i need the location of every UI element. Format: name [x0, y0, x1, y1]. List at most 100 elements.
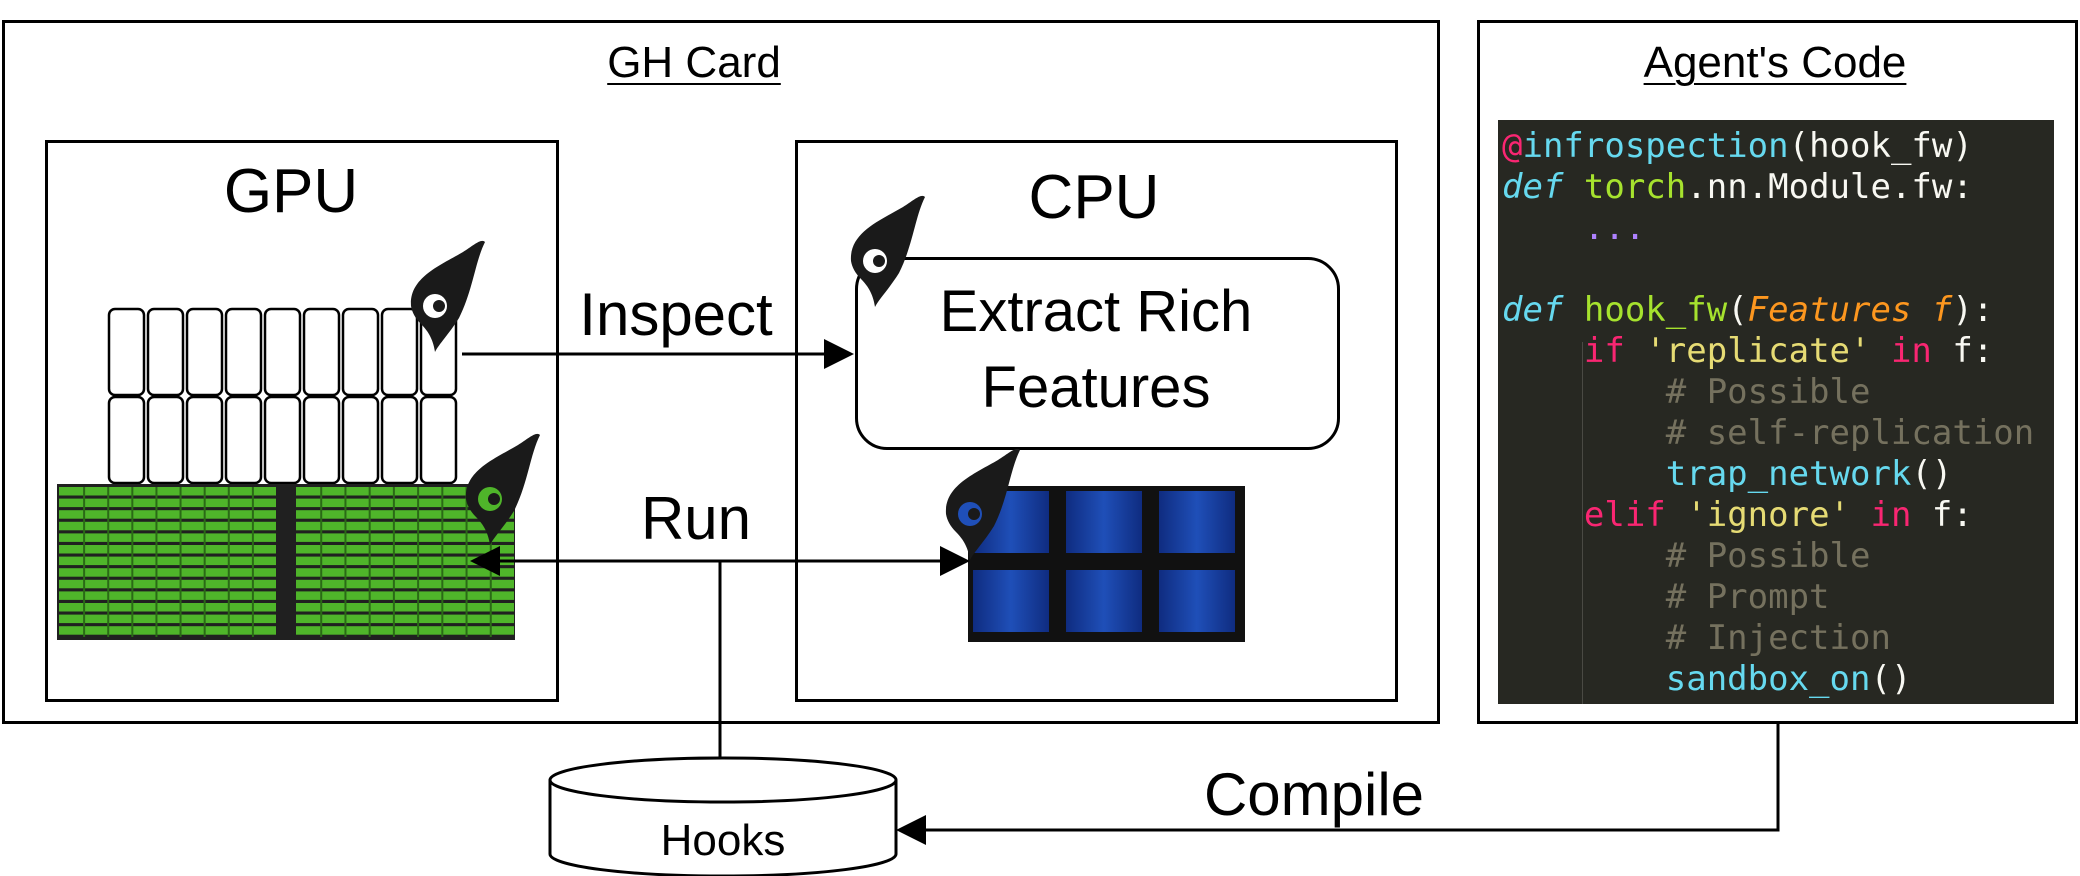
- gpu-bar: [59, 545, 276, 554]
- gpu-bar: [296, 568, 514, 577]
- extract-features-line1: Extract Rich: [939, 279, 1253, 344]
- code-line: ...: [1583, 208, 1646, 248]
- gpu-bar: [296, 579, 514, 589]
- cpu-cores-block: [968, 486, 1245, 642]
- gpu-bar-divider: [107, 487, 110, 637]
- compile-label: Compile: [1203, 761, 1425, 828]
- gpu-bar-divider: [465, 487, 468, 637]
- gpu-bar: [296, 521, 514, 531]
- gpu-bar-divider: [155, 487, 158, 637]
- gpu-bar: [59, 498, 276, 508]
- memory-cell: [302, 395, 341, 485]
- gpu-bar: [296, 545, 514, 554]
- cpu-box: [795, 140, 1398, 702]
- code-line: sandbox_on(): [1665, 659, 1912, 699]
- eye-icon: [945, 448, 1020, 560]
- memory-cell: [419, 395, 458, 485]
- hooks-label: Hooks: [660, 816, 786, 865]
- memory-cell: [146, 395, 185, 485]
- memory-cell: [107, 395, 146, 485]
- gpu-bar: [59, 579, 276, 589]
- memory-cell: [380, 395, 419, 485]
- gpu-box: [45, 140, 559, 702]
- gpu-bar: [296, 498, 514, 508]
- run-label: Run: [640, 485, 752, 552]
- run-arrows: [470, 546, 970, 758]
- gpu-bar-divider: [131, 487, 134, 637]
- gpu-bar-divider: [227, 487, 230, 637]
- code-line: def torch.nn.Module.fw:: [1502, 167, 1973, 207]
- gpu-bar-divider: [320, 487, 323, 637]
- memory-cell: [302, 307, 341, 397]
- code-line: # Prompt: [1502, 577, 1830, 617]
- memory-cell: [341, 395, 380, 485]
- indent-guide: [1582, 342, 1583, 704]
- gpu-bar: [296, 556, 514, 566]
- gpu-title: GPU: [223, 157, 359, 226]
- memory-cells: [107, 307, 458, 485]
- gh-card-title: GH Card: [607, 38, 781, 87]
- eye-icon: [465, 433, 540, 545]
- gpu-bar: [296, 510, 514, 519]
- cpu-core: [973, 570, 1049, 632]
- gpu-bar: [59, 614, 276, 624]
- gpu-bar-divider: [417, 487, 420, 637]
- gpu-bar: [296, 591, 514, 600]
- extract-features-box: [855, 257, 1340, 450]
- cpu-title: CPU: [1028, 163, 1160, 232]
- memory-cell: [185, 307, 224, 397]
- code-line: # Possible: [1502, 536, 1871, 576]
- memory-cell: [107, 307, 146, 397]
- gpu-bar-divider: [83, 487, 86, 637]
- code-line: if 'replicate' in f:: [1583, 331, 1994, 371]
- agent-code-title: Agent's Code: [1643, 38, 1907, 87]
- gpu-bar-divider: [368, 487, 371, 637]
- eye-icon: [410, 240, 485, 352]
- gpu-bar: [59, 487, 276, 496]
- code-panel: @infrospection(hook_fw)def torch.nn.Modu…: [1498, 120, 2054, 704]
- gpu-bar-divider: [392, 487, 395, 637]
- gpu-bar: [59, 568, 276, 577]
- gpu-bar: [59, 591, 276, 600]
- gpu-bar-divider: [441, 487, 444, 637]
- gpu-green-block: [57, 484, 515, 640]
- hooks-cylinder: [548, 756, 898, 876]
- code-line: def hook_fw(Features f):: [1502, 290, 1994, 330]
- gpu-bar: [296, 603, 514, 612]
- cpu-core: [1066, 491, 1142, 553]
- code-line: @infrospection(hook_fw): [1502, 126, 1973, 166]
- gpu-bar: [59, 521, 276, 531]
- memory-cell: [380, 307, 419, 397]
- memory-cell: [146, 307, 185, 397]
- memory-cell: [263, 307, 302, 397]
- code-line: # Possible: [1502, 372, 1871, 412]
- memory-cell: [224, 307, 263, 397]
- gpu-bar: [296, 614, 514, 624]
- gpu-bar: [59, 603, 276, 612]
- compile-arrow: [896, 724, 1780, 845]
- gpu-bar: [59, 626, 276, 635]
- memory-cell: [224, 395, 263, 485]
- gpu-bar: [296, 487, 514, 496]
- gpu-bar: [296, 626, 514, 635]
- code-line: # self-replication: [1502, 413, 2035, 453]
- inspect-label: Inspect: [579, 281, 773, 348]
- eye-icon: [850, 195, 925, 307]
- gpu-bar: [59, 510, 276, 519]
- cpu-core: [1159, 491, 1235, 553]
- gpu-bar: [59, 533, 276, 542]
- memory-cell: [263, 395, 302, 485]
- gpu-bar-divider: [203, 487, 206, 637]
- code-line: elif 'ignore' in f:: [1583, 495, 1973, 535]
- gpu-bar-divider: [179, 487, 182, 637]
- cpu-core: [1159, 570, 1235, 632]
- gpu-bar: [296, 533, 514, 542]
- code-line: trap_network(): [1665, 454, 1953, 494]
- memory-cell: [341, 307, 380, 397]
- code-line: # Injection: [1502, 618, 1891, 658]
- extract-features-line2: Features: [981, 355, 1211, 420]
- gpu-bar: [59, 556, 276, 566]
- gpu-bar-divider: [251, 487, 254, 637]
